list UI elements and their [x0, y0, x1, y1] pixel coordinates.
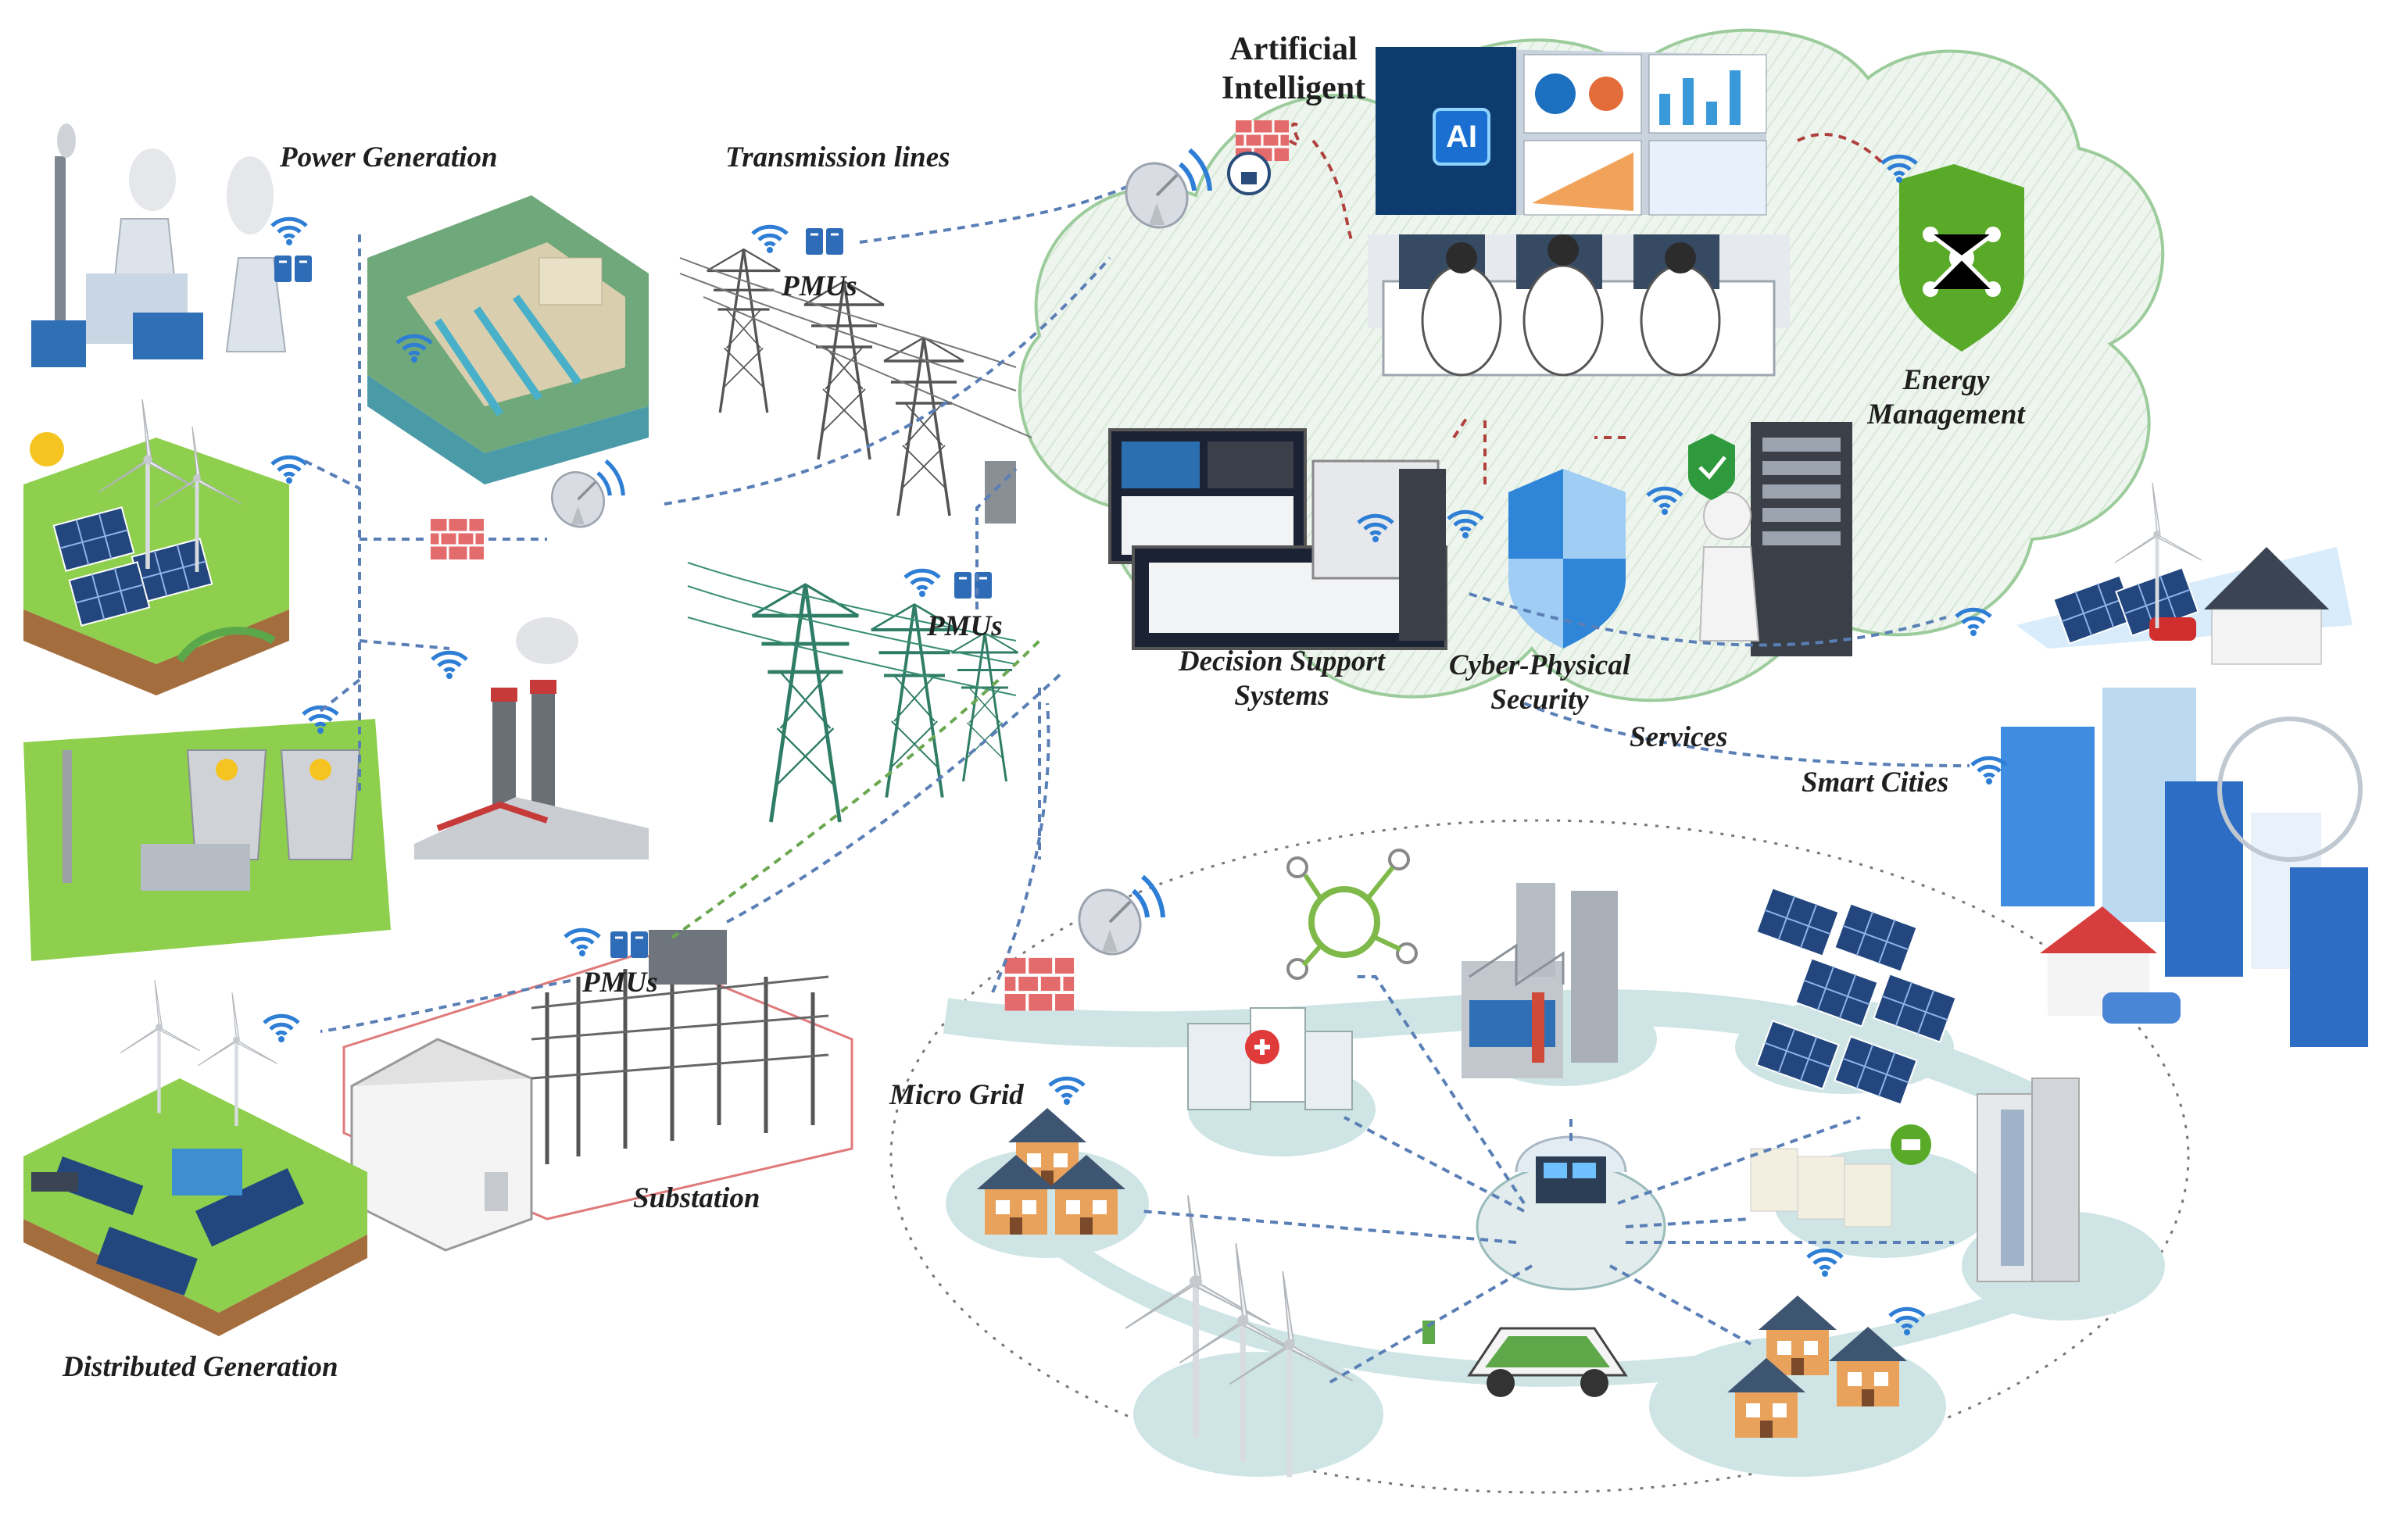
- hydro-dam-illustration: [367, 195, 649, 484]
- ai-control-room: AI: [1115, 47, 1885, 377]
- label-pmus-transmission: PMUs: [782, 270, 857, 302]
- label-decision-support: Decision Support Systems: [1149, 645, 1415, 714]
- power-generation-cluster: [23, 123, 649, 961]
- services-server: [1452, 413, 1852, 656]
- decision-support-computers: [1108, 428, 1447, 650]
- label-smart-cities: Smart Cities: [1802, 767, 1949, 799]
- distributed-generation-illustration: [23, 980, 367, 1336]
- smart-city-homes: [1956, 483, 2353, 665]
- label-cyber-physical: Cyber-Physical Security: [1422, 649, 1657, 718]
- substation-illustration: [264, 639, 1064, 1252]
- label-decision-line1: Decision Support: [1178, 645, 1386, 677]
- ai-chip-label: AI: [1446, 120, 1477, 154]
- label-pmus-substation: PMUs: [582, 967, 658, 999]
- energy-management-shield: [1882, 156, 2024, 352]
- label-energy-management: Energy Management: [1844, 363, 2048, 433]
- label-pmus-lines: PMUs: [927, 610, 1003, 642]
- label-artificial-line2: Intelligent: [1221, 70, 1366, 107]
- thermal-plant-illustration: [31, 123, 287, 367]
- label-transmission-lines: Transmission lines: [725, 141, 950, 173]
- label-power-generation: Power Generation: [280, 141, 498, 173]
- label-substation: Substation: [633, 1182, 760, 1214]
- label-micro-grid: Micro Grid: [889, 1079, 1024, 1111]
- coal-plant-illustration: [414, 617, 649, 860]
- label-cyber-line1: Cyber-Physical: [1448, 649, 1631, 681]
- nuclear-plant-illustration: [23, 719, 391, 961]
- label-services: Services: [1630, 721, 1728, 753]
- smart-city-buildings: [1972, 688, 2368, 1047]
- label-artificial-line1: Artificial: [1229, 31, 1358, 67]
- cyber-physical-shield: [1448, 469, 1682, 649]
- transmission-towers-green: [687, 461, 1019, 822]
- label-distributed-generation: Distributed Generation: [63, 1351, 338, 1383]
- label-energy-line2: Management: [1867, 399, 2025, 431]
- renewable-island-illustration: [23, 399, 289, 695]
- label-artificial-intelligent: Artificial Intelligent: [1180, 30, 1407, 109]
- label-cyber-line2: Security: [1490, 684, 1589, 717]
- label-energy-line1: Energy: [1902, 364, 1990, 396]
- micro-grid-elements: [977, 702, 2080, 1477]
- label-decision-line2: Systems: [1234, 680, 1329, 713]
- transmission-towers: [679, 248, 1032, 517]
